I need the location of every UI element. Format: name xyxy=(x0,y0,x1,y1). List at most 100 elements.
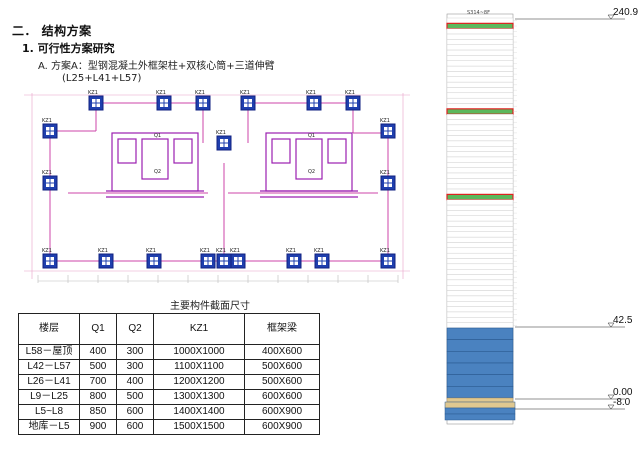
tower-floor xyxy=(446,103,514,110)
option-title: A. 方案A：型钢混凝土外框架柱+双核心筒+三道伸臂 xyxy=(38,61,275,72)
tower-floor xyxy=(446,65,514,72)
column-kz1 xyxy=(88,95,104,111)
cell-kz1: 1100X1100 xyxy=(153,359,245,375)
cell-beam: 600X600 xyxy=(244,389,320,405)
tower-floor xyxy=(446,220,514,227)
podium-floor xyxy=(446,386,514,399)
podium-floor xyxy=(446,327,514,340)
column-kz1 xyxy=(230,253,246,269)
tower-floor xyxy=(446,188,514,195)
column-label: KZ1 xyxy=(306,90,316,96)
tower-floor xyxy=(446,311,514,318)
wall-label: Q2 xyxy=(154,169,161,175)
column-kz1 xyxy=(200,253,216,269)
level-annotation: 0.00 xyxy=(515,387,633,400)
tower-floor xyxy=(446,258,514,265)
column-kz1 xyxy=(306,95,322,111)
column-kz1 xyxy=(98,253,114,269)
column-kz1 xyxy=(345,95,361,111)
table-header-row: 楼层 Q1 Q2 KZ1 框架梁 xyxy=(18,313,320,345)
outrigger-floor xyxy=(446,22,514,30)
header-q1: Q1 xyxy=(79,313,117,345)
outrigger-floor xyxy=(446,108,514,115)
column-kz1 xyxy=(240,95,256,111)
tower-floor xyxy=(446,156,514,163)
cell-q2: 400 xyxy=(116,374,154,390)
header-floor: 楼层 xyxy=(18,313,80,345)
subsection-heading: 1. 可行性方案研究 xyxy=(22,42,115,55)
level-annotation: 240.9 xyxy=(515,7,638,20)
column-label: KZ1 xyxy=(380,248,390,254)
tower-floor xyxy=(446,242,514,249)
tower-floor xyxy=(446,252,514,259)
cell-kz1: 1400X1400 xyxy=(153,404,245,420)
cell-beam: 400X600 xyxy=(244,344,320,360)
cell-beam: 600X900 xyxy=(244,404,320,420)
column-label: KZ1 xyxy=(240,90,250,96)
cell-floor: L5~L8 xyxy=(18,404,80,420)
column-label: KZ1 xyxy=(216,248,226,254)
tower-floor xyxy=(446,167,514,174)
tower-floor xyxy=(446,290,514,297)
podium-floor xyxy=(446,351,514,364)
cell-q2: 300 xyxy=(116,359,154,375)
level-label: 42.5 xyxy=(613,315,633,326)
cell-q2: 600 xyxy=(116,404,154,420)
ground-band xyxy=(446,397,514,403)
column-kz1 xyxy=(286,253,302,269)
tower-floor xyxy=(446,151,514,158)
tower-floor xyxy=(446,60,514,67)
tower-floor xyxy=(446,28,514,35)
cell-beam: 500X600 xyxy=(244,359,320,375)
tower-floor xyxy=(446,236,514,243)
basement-floor xyxy=(444,413,516,421)
wall-label: Q2 xyxy=(308,169,315,175)
tower-floor xyxy=(446,124,514,131)
column-label: KZ1 xyxy=(380,118,390,124)
tower-floor xyxy=(446,114,514,120)
tower-floor xyxy=(446,17,514,24)
column-label: KZ1 xyxy=(314,248,324,254)
column-label: KZ1 xyxy=(42,248,52,254)
tower-floor xyxy=(446,322,514,329)
tower-floor xyxy=(446,87,514,94)
tower-floor xyxy=(446,226,514,232)
option-note: (L25+L41+L57) xyxy=(62,73,142,84)
tower-floor xyxy=(446,71,514,77)
cell-q2: 500 xyxy=(116,389,154,405)
tower-floor xyxy=(446,210,514,216)
column-label: KZ1 xyxy=(200,248,210,254)
wall-label: Q1 xyxy=(308,133,315,139)
cell-q1: 800 xyxy=(79,389,117,405)
cell-kz1: 1500X1500 xyxy=(153,419,245,435)
tower-floor xyxy=(446,247,514,254)
table-caption: 主要构件截面尺寸 xyxy=(170,301,250,312)
level-label: 240.9 xyxy=(613,7,638,18)
tower-floor xyxy=(446,172,514,179)
cell-q2: 600 xyxy=(116,419,154,435)
header-kz1: KZ1 xyxy=(153,313,245,345)
column-kz1 xyxy=(216,135,232,151)
cell-kz1: 1200X1200 xyxy=(153,374,245,390)
column-label: KZ1 xyxy=(88,90,98,96)
column-label: KZ1 xyxy=(286,248,296,254)
column-label: KZ1 xyxy=(195,90,205,96)
tower-floor xyxy=(446,97,514,104)
tower-floor xyxy=(446,285,514,291)
basement-floor xyxy=(444,407,516,415)
cell-floor: L42－L57 xyxy=(18,359,80,375)
tower-floor xyxy=(446,92,514,99)
tower-floor xyxy=(446,204,514,211)
tower-floor xyxy=(446,215,514,222)
tower-floor xyxy=(446,81,514,88)
column-kz1 xyxy=(314,253,330,269)
cell-q1: 700 xyxy=(79,374,117,390)
cell-floor: L26－L41 xyxy=(18,374,80,390)
header-q2: Q2 xyxy=(116,313,154,345)
tower-floor xyxy=(446,263,514,270)
